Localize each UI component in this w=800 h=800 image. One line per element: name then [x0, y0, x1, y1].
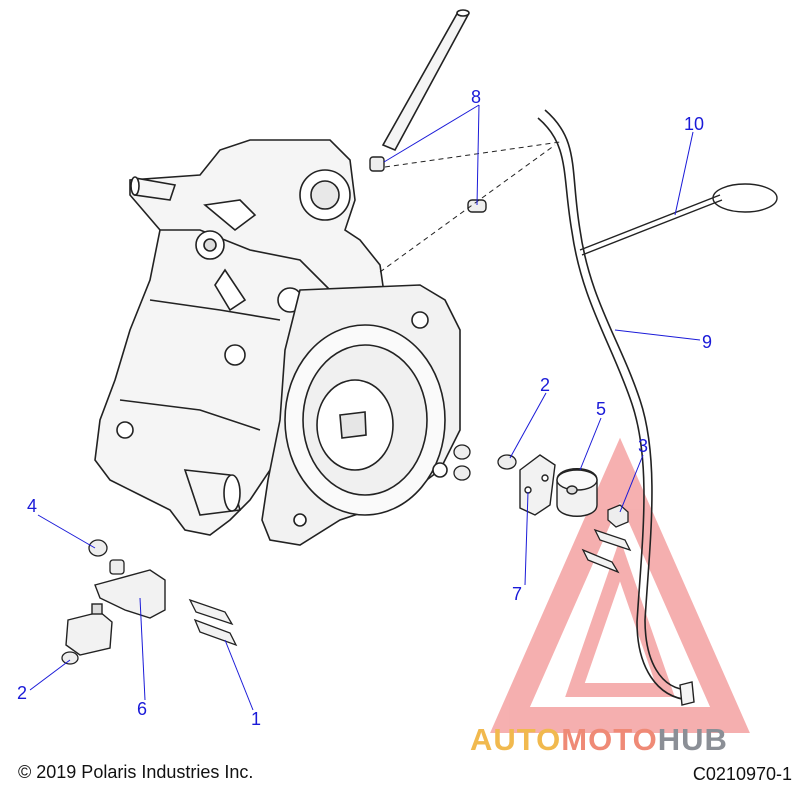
- leader-lines: [29, 104, 701, 711]
- nut-3: [607, 504, 629, 528]
- watermark-auto: AUTO: [470, 722, 562, 757]
- watermark-logo: AUTOMOTOHUB: [470, 722, 728, 758]
- callout-10: 10: [684, 114, 705, 134]
- cover-plate: [261, 284, 461, 546]
- callout-6: 6: [137, 699, 148, 719]
- vent-tube: [381, 9, 470, 152]
- watermark-moto: MOTO: [561, 722, 658, 757]
- isolator-5: [556, 468, 598, 517]
- callout-2-left: 2: [17, 683, 28, 703]
- tube-end: [679, 681, 695, 706]
- breather-fitting: [369, 156, 487, 213]
- washer-2-left: [61, 651, 79, 665]
- output-spline: [183, 469, 242, 516]
- callout-2-right: 2: [540, 375, 551, 395]
- callout-5: 5: [596, 399, 607, 419]
- transmission-housing: [94, 139, 386, 536]
- diagram-code: C0210970-1: [692, 764, 792, 784]
- mount-bracket-left: [94, 569, 166, 619]
- callout-3: 3: [638, 436, 649, 456]
- callout-4: 4: [27, 496, 38, 516]
- dipstick: [579, 183, 778, 256]
- isolator-left: [65, 603, 113, 656]
- callout-9: 9: [702, 332, 713, 352]
- mount-bracket-right: [519, 454, 556, 516]
- nuts-center: [453, 444, 471, 481]
- dipstick-tube: [537, 109, 691, 701]
- callout-7: 7: [512, 584, 523, 604]
- callout-1: 1: [251, 709, 262, 729]
- spacer-left: [109, 559, 125, 575]
- bolts-right: [581, 528, 632, 574]
- copyright-text: © 2019 Polaris Industries Inc.: [18, 762, 254, 782]
- nut-4: [88, 539, 108, 557]
- watermark-triangle-icon: [490, 437, 750, 733]
- callout-8: 8: [471, 87, 482, 107]
- watermark-hub: HUB: [657, 722, 728, 757]
- bolts-left: [188, 598, 238, 647]
- washer-2-right: [497, 454, 517, 470]
- left-shaft: [130, 176, 177, 201]
